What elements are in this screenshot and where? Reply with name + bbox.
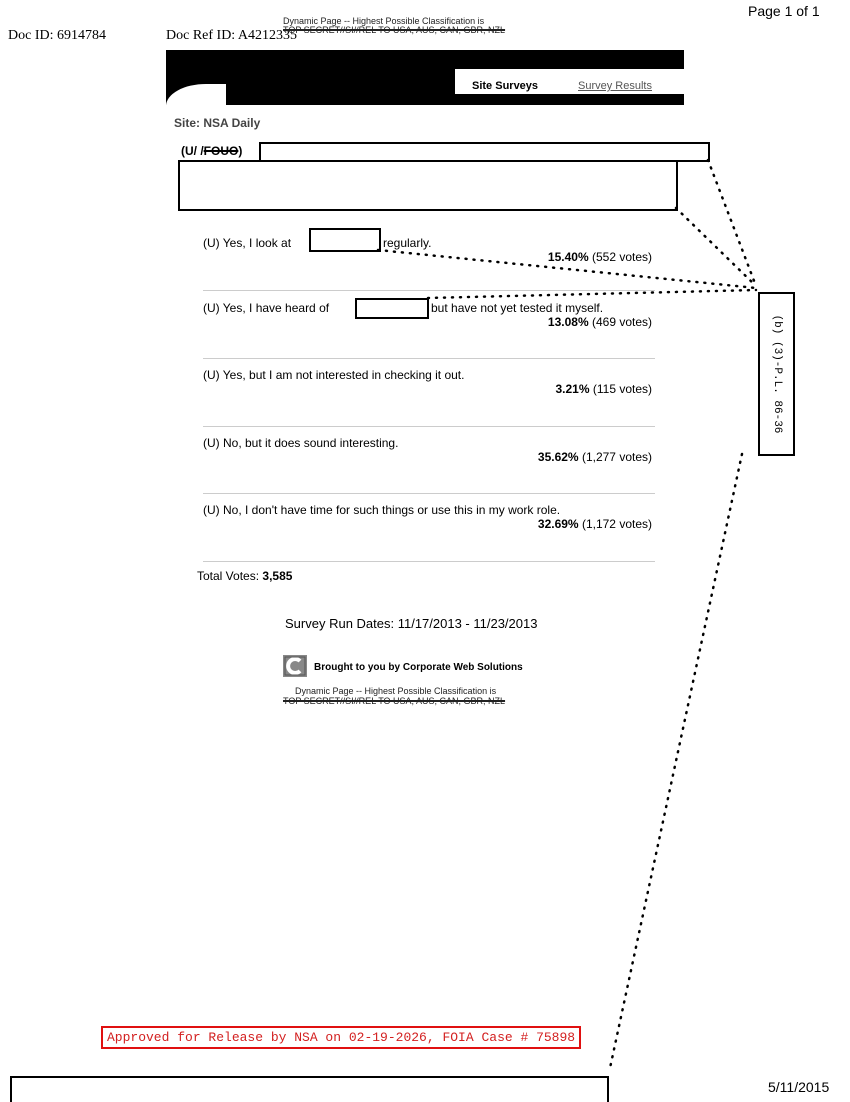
page-number: Page 1 of 1 <box>748 3 820 19</box>
site-header-curve <box>166 84 226 106</box>
total-votes-label: Total Votes: <box>197 569 260 583</box>
marking-suffix: ) <box>238 144 243 158</box>
answer-1-percent: 15.40% <box>547 250 589 264</box>
foia-approval-stamp: Approved for Release by NSA on 02-19-202… <box>101 1026 582 1049</box>
answer-divider <box>203 426 655 427</box>
survey-run-dates: Survey Run Dates: 11/17/2013 - 11/23/201… <box>285 616 538 631</box>
answer-5-result: 32.69% (1,172 votes) <box>538 517 652 531</box>
foia-exemption-label: (b) (3)-P.L. 86-36 <box>770 314 783 434</box>
classification-line-2: TOP SECRET//SI//REL TO USA, AUS, CAN, GB… <box>283 696 506 706</box>
answer-2-votes: (469 votes) <box>591 315 652 329</box>
answer-1-votes: (552 votes) <box>591 250 652 264</box>
answer-2-after: but have not yet tested it myself. <box>431 301 604 315</box>
answer-4-text: (U) No, but it does sound interesting. <box>203 436 399 450</box>
total-votes: Total Votes: 3,585 <box>197 569 292 583</box>
site-label: Site: NSA Daily <box>174 116 261 130</box>
answer-2-before: (U) Yes, I have heard of <box>203 301 330 315</box>
classification-banner-bottom: Dynamic Page -- Highest Possible Classif… <box>283 686 505 706</box>
answer-5-votes: (1,172 votes) <box>581 517 652 531</box>
answer-5-text: (U) No, I don't have time for such thing… <box>203 503 561 517</box>
answer-2-text: (U) Yes, I have heard of <box>203 301 329 315</box>
question-marking: (U/ /FOUO) <box>181 144 242 158</box>
redaction-box-answer-2 <box>355 298 429 319</box>
answer-4-result: 35.62% (1,277 votes) <box>538 450 652 464</box>
answer-2-result: 13.08% (469 votes) <box>548 315 652 329</box>
answer-divider <box>203 290 655 291</box>
marking-prefix: (U/ / <box>181 144 204 158</box>
answer-1-after: regularly. <box>383 236 432 250</box>
marking-struck: FOUO <box>203 144 239 158</box>
answer-3-result: 3.21% (115 votes) <box>555 382 652 396</box>
answer-divider <box>203 358 655 359</box>
classification-line-1: Dynamic Page -- Highest Possible Classif… <box>295 686 497 696</box>
tab-survey-results[interactable]: Survey Results <box>578 80 652 92</box>
answer-1-result: 15.40% (552 votes) <box>548 250 652 264</box>
answer-5-percent: 32.69% <box>537 517 579 531</box>
print-date: 5/11/2015 <box>768 1079 830 1095</box>
classification-line-2: TOP SECRET//SI//REL TO USA, AUS, CAN, GB… <box>283 25 506 35</box>
redaction-box-answer-1 <box>309 228 381 252</box>
tab-site-surveys[interactable]: Site Surveys <box>472 80 539 92</box>
total-votes-value: 3,585 <box>262 569 293 583</box>
answer-divider <box>203 561 655 562</box>
classification-line-1: Dynamic Page -- Highest Possible Classif… <box>283 16 485 26</box>
answer-3-text: (U) Yes, but I am not interested in chec… <box>203 368 465 382</box>
answer-4-votes: (1,277 votes) <box>581 450 652 464</box>
redaction-box-question-body <box>178 160 678 211</box>
brought-by-text: Brought to you by Corporate Web Solution… <box>314 662 523 673</box>
redaction-box-footer <box>10 1076 609 1102</box>
doc-ref-id: Doc Ref ID: A4212335 <box>166 28 298 43</box>
answer-2-percent: 13.08% <box>547 315 589 329</box>
doc-id: Doc ID: 6914784 <box>8 28 106 43</box>
answer-1-before: (U) Yes, I look at <box>203 236 292 250</box>
answer-1-text: (U) Yes, I look at <box>203 236 291 250</box>
redaction-box-question-title <box>259 142 710 162</box>
answer-divider <box>203 493 655 494</box>
tab-bar <box>455 69 684 94</box>
classification-banner-top: Dynamic Page -- Highest Possible Classif… <box>283 17 505 35</box>
answer-3-percent: 3.21% <box>555 382 590 396</box>
answer-3-votes: (115 votes) <box>592 382 652 396</box>
corporate-web-solutions-logo-icon <box>283 655 307 677</box>
answer-4-percent: 35.62% <box>537 450 579 464</box>
foia-exemption-box: (b) (3)-P.L. 86-36 <box>758 292 795 456</box>
